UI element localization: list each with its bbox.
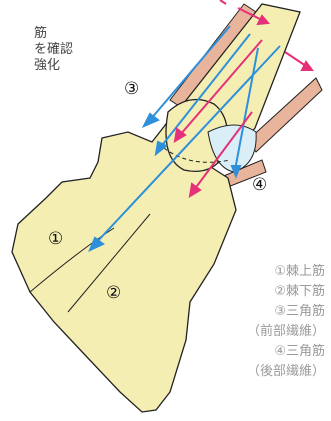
legend: ①棘上筋 ②棘下筋 ③三角筋 （前部繊維） ④三角筋 （後部繊維）	[247, 262, 325, 382]
side-text: 筋 を確認 強化	[0, 26, 73, 74]
marker-3: ③	[124, 79, 139, 99]
marker-1: ①	[48, 229, 63, 249]
legend-item-4: ④三角筋	[247, 342, 325, 362]
legend-item-2: ②棘下筋	[247, 282, 325, 302]
side-text-line-3: 強化	[34, 58, 73, 74]
legend-item-3: ③三角筋	[247, 302, 325, 322]
legend-item-3-sub: （前部繊維）	[247, 322, 325, 342]
legend-item-1: ①棘上筋	[247, 262, 325, 282]
marker-4: ④	[252, 175, 267, 195]
side-text-line-2: を確認	[34, 42, 73, 58]
side-text-line-1: 筋	[34, 26, 73, 42]
legend-item-4-sub: （後部繊維）	[247, 362, 325, 382]
marker-2: ②	[106, 283, 121, 303]
